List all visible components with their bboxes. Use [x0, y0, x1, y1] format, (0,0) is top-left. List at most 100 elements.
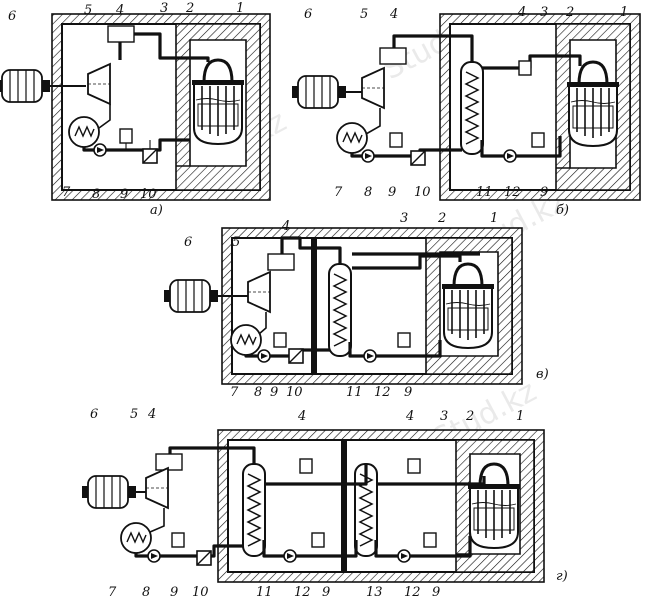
circulation-pump-icon — [283, 549, 297, 563]
label-turbine: 5 — [360, 7, 368, 22]
generator-icon — [163, 279, 219, 313]
caption-v: в) — [536, 367, 549, 382]
label-pump: 8 — [142, 585, 150, 600]
label-generator: 6 — [184, 235, 192, 250]
label-loop: 3 — [440, 409, 448, 424]
label-separator: 4 — [389, 7, 398, 22]
steam-generator-icon — [460, 61, 484, 155]
compensator-box — [531, 132, 545, 148]
label-generator: 6 — [8, 9, 16, 24]
compensator-box — [389, 132, 403, 148]
label-reactor: 1 — [236, 1, 244, 16]
condenser-icon — [336, 122, 368, 154]
label-compensator-right: 4 — [405, 409, 414, 424]
panel-a: 6 5 4 3 2 1 7 8 9 10 а) — [0, 1, 271, 218]
label-steam-generator: 11 — [476, 185, 493, 200]
label-separator: 4 — [281, 219, 290, 234]
label-shield: 2 — [437, 211, 446, 226]
label-steam-generator: 11 — [346, 385, 363, 400]
generator-icon — [81, 475, 137, 509]
pump-icon — [361, 149, 375, 163]
caption-a: а) — [150, 203, 163, 218]
separator-box — [155, 453, 183, 471]
separator-box — [107, 25, 135, 43]
label-heater: 10 — [286, 385, 303, 400]
caption-b: б) — [556, 203, 569, 218]
label-compensator-2: 9 — [404, 385, 412, 400]
label-compensator: 9 — [120, 187, 128, 202]
panel-g: 6 5 4 4 4 3 2 1 7 8 9 10 11 12 9 13 12 9… — [81, 407, 568, 600]
label-shield: 2 — [565, 5, 574, 20]
steam-generator-icon — [242, 463, 266, 557]
panel-b: 6 5 4 4 3 2 1 7 8 9 10 11 12 9 б) — [291, 5, 641, 218]
condenser-icon — [230, 324, 262, 356]
label-heater: 10 — [140, 187, 157, 202]
heater-icon — [410, 150, 426, 166]
label-condenser: 7 — [230, 385, 239, 400]
label-compensator-mid: 4 — [297, 409, 306, 424]
circulation-pump-icon — [397, 549, 411, 563]
caption-g: г) — [556, 569, 568, 584]
compensator-box — [423, 532, 437, 548]
label-loop: 3 — [160, 1, 168, 16]
steam-generator-icon — [328, 263, 352, 357]
compensator-box — [518, 60, 532, 76]
separator-box — [379, 47, 407, 65]
label-loop: 3 — [400, 211, 408, 226]
compensator-box — [299, 458, 313, 474]
compensator-box — [407, 458, 421, 474]
label-compensator: 9 — [270, 385, 278, 400]
label-reactor: 1 — [620, 5, 628, 20]
panel-v: 6 5 4 3 2 1 7 8 9 10 11 12 9 в) — [163, 211, 549, 400]
label-generator: 6 — [304, 7, 312, 22]
heater-icon — [142, 148, 158, 164]
label-compensator-2: 9 — [322, 585, 330, 600]
label-heater: 10 — [192, 585, 209, 600]
label-reactor: 1 — [516, 409, 524, 424]
compensator-box — [397, 332, 411, 348]
compensator-box — [171, 532, 185, 548]
label-circ-pump: 12 — [374, 385, 391, 400]
label-turbine: 5 — [232, 235, 240, 250]
label-compensator-3: 9 — [432, 585, 440, 600]
label-circ-pump: 12 — [294, 585, 311, 600]
condenser-icon — [68, 116, 100, 148]
label-pump: 8 — [364, 185, 372, 200]
label-generator: 6 — [90, 407, 98, 422]
label-loop: 3 — [540, 5, 548, 20]
label-circ-pump-2: 12 — [404, 585, 421, 600]
label-separator: 4 — [115, 3, 124, 18]
label-compensator: 9 — [388, 185, 396, 200]
separator-box — [267, 253, 295, 271]
pump-icon — [257, 349, 271, 363]
generator-icon — [0, 69, 51, 103]
label-compensator-top: 4 — [517, 5, 526, 20]
pump-icon — [93, 143, 107, 157]
label-turbine: 5 — [84, 3, 92, 18]
label-condenser: 7 — [108, 585, 117, 600]
compensator-box — [311, 532, 325, 548]
label-heater: 10 — [414, 185, 431, 200]
label-condenser: 7 — [334, 185, 343, 200]
label-pump: 8 — [254, 385, 262, 400]
circulation-pump-icon — [363, 349, 377, 363]
generator-icon — [291, 75, 347, 109]
label-shield: 2 — [465, 409, 474, 424]
condenser-icon — [120, 522, 152, 554]
label-shield: 2 — [185, 1, 194, 16]
label-turbine: 5 — [130, 407, 138, 422]
compensator-box — [119, 128, 133, 144]
label-compensator-2: 9 — [540, 185, 548, 200]
label-intermediate-hx: 13 — [366, 585, 383, 600]
label-pump: 8 — [92, 187, 100, 202]
circulation-pump-icon — [503, 149, 517, 163]
label-steam-generator: 11 — [256, 585, 273, 600]
heater-icon — [288, 348, 304, 364]
pump-icon — [147, 549, 161, 563]
label-reactor: 1 — [490, 211, 498, 226]
compensator-box — [273, 332, 287, 348]
label-compensator: 9 — [170, 585, 178, 600]
turbine-icon — [361, 67, 385, 109]
label-separator: 4 — [147, 407, 156, 422]
